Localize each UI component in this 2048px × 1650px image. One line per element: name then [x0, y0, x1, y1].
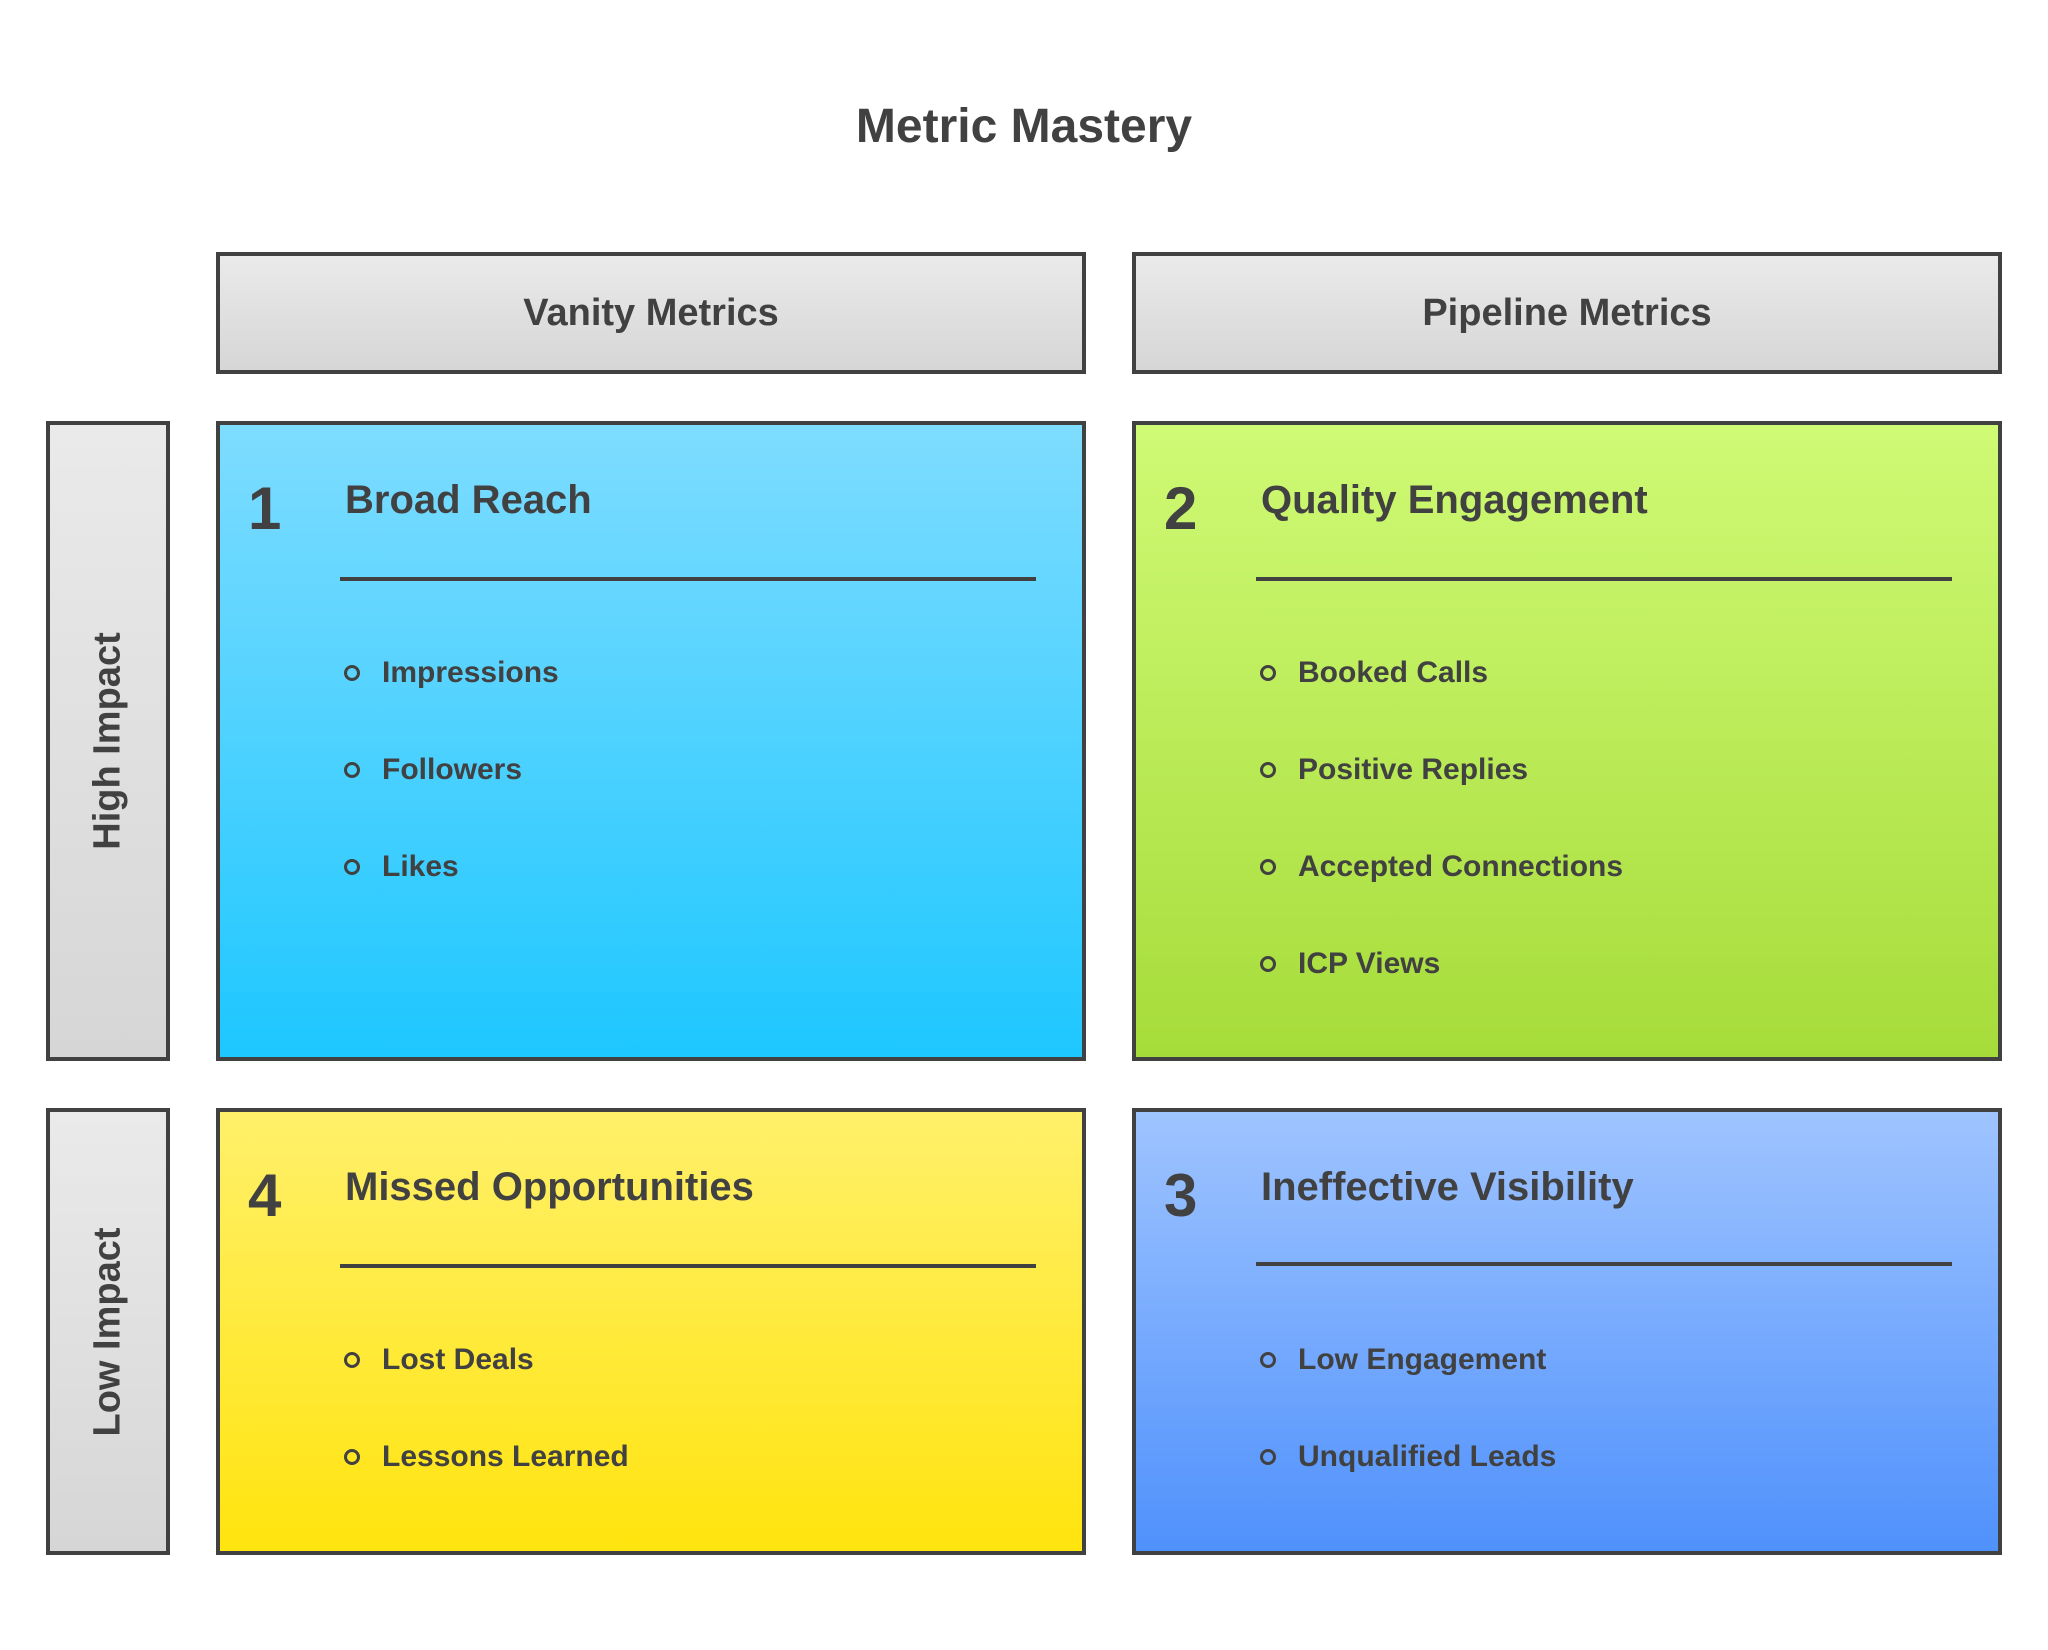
- row-header-low-impact: Low Impact: [46, 1108, 170, 1555]
- list-item: Accepted Connections: [1260, 847, 1623, 944]
- quadrant-item-list: Low Engagement Unqualified Leads: [1260, 1340, 1556, 1534]
- quadrant-title: Ineffective Visibility: [1261, 1165, 1634, 1209]
- divider: [1256, 577, 1952, 581]
- quadrant-item-list: Lost Deals Lessons Learned: [344, 1340, 629, 1534]
- divider: [340, 577, 1036, 581]
- quadrant-number: 4: [248, 1162, 282, 1229]
- quadrant-item-list: Booked Calls Positive Replies Accepted C…: [1260, 653, 1623, 1041]
- quadrant-title: Broad Reach: [345, 478, 592, 522]
- bullet-circle-icon: [1260, 1352, 1276, 1368]
- list-item: Followers: [344, 750, 559, 847]
- quadrant-number: 2: [1164, 475, 1198, 542]
- list-item: Impressions: [344, 653, 559, 750]
- list-item: Likes: [344, 847, 559, 944]
- divider: [1256, 1262, 1952, 1266]
- quadrant-ineffective-visibility: 3 Ineffective Visibility Low Engagement …: [1132, 1108, 2002, 1555]
- row-header-high-impact: High Impact: [46, 421, 170, 1061]
- quadrant-broad-reach: 1 Broad Reach Impressions Followers Like…: [216, 421, 1086, 1061]
- quadrant-missed-opportunities: 4 Missed Opportunities Lost Deals Lesson…: [216, 1108, 1086, 1555]
- column-header-pipeline-metrics: Pipeline Metrics: [1132, 252, 2002, 374]
- quadrant-number: 1: [248, 475, 282, 542]
- divider: [340, 1264, 1036, 1268]
- quadrant-title: Missed Opportunities: [345, 1165, 754, 1209]
- column-header-vanity-metrics: Vanity Metrics: [216, 252, 1086, 374]
- bullet-circle-icon: [1260, 665, 1276, 681]
- list-item: Positive Replies: [1260, 750, 1623, 847]
- quadrant-item-list: Impressions Followers Likes: [344, 653, 559, 944]
- bullet-circle-icon: [344, 1449, 360, 1465]
- list-item: ICP Views: [1260, 944, 1623, 1041]
- list-item: Unqualified Leads: [1260, 1437, 1556, 1534]
- bullet-circle-icon: [1260, 1449, 1276, 1465]
- list-item: Booked Calls: [1260, 653, 1623, 750]
- quadrant-number: 3: [1164, 1162, 1198, 1229]
- bullet-circle-icon: [1260, 956, 1276, 972]
- quadrant-title: Quality Engagement: [1261, 478, 1648, 522]
- row-header-label: Low Impact: [86, 1226, 129, 1437]
- bullet-circle-icon: [344, 859, 360, 875]
- list-item: Lessons Learned: [344, 1437, 629, 1534]
- bullet-circle-icon: [344, 665, 360, 681]
- list-item: Low Engagement: [1260, 1340, 1556, 1437]
- diagram-title: Metric Mastery: [855, 100, 1193, 153]
- quadrant-quality-engagement: 2 Quality Engagement Booked Calls Positi…: [1132, 421, 2002, 1061]
- bullet-circle-icon: [1260, 762, 1276, 778]
- column-header-label: Vanity Metrics: [523, 291, 779, 334]
- bullet-circle-icon: [344, 1352, 360, 1368]
- bullet-circle-icon: [1260, 859, 1276, 875]
- bullet-circle-icon: [344, 762, 360, 778]
- column-header-label: Pipeline Metrics: [1422, 291, 1712, 334]
- list-item: Lost Deals: [344, 1340, 629, 1437]
- row-header-label: High Impact: [86, 632, 129, 850]
